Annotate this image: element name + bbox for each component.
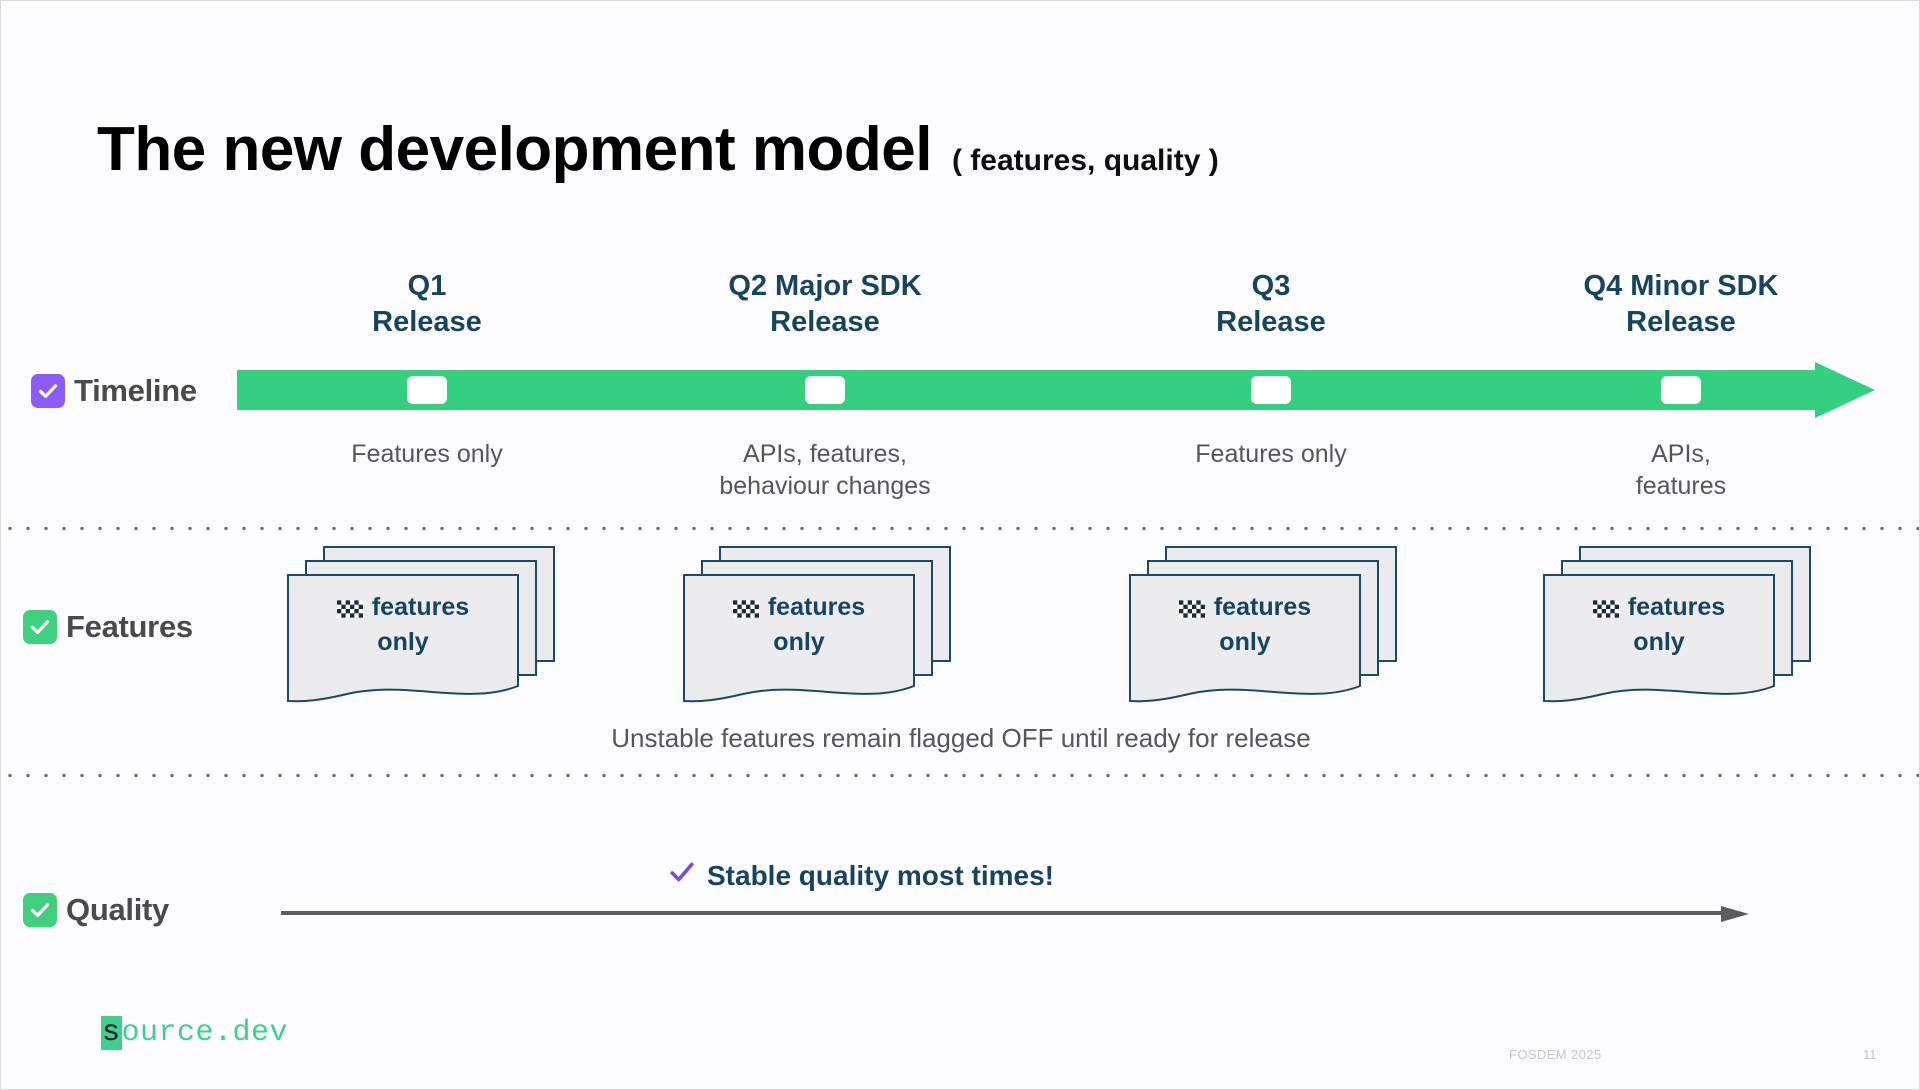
section-divider-bottom	[1, 773, 1919, 778]
card-sheet-front	[683, 574, 915, 706]
title-main-text: The new development model	[97, 115, 932, 184]
row-label-features: Features	[23, 609, 193, 645]
milestone-heading-q3-line1: Q3	[1251, 270, 1291, 302]
timeline-marker-q1[interactable]	[407, 376, 447, 404]
milestone-heading-q2: Q2 Major SDK Release	[675, 269, 975, 341]
quality-arrow-shaft	[281, 911, 1721, 915]
row-label-features-text: Features	[66, 609, 193, 644]
milestone-desc-q2-line2: behaviour changes	[719, 471, 931, 500]
feature-card-stack-q2[interactable]: features only	[683, 546, 955, 706]
timeline-marker-q2[interactable]	[805, 376, 845, 404]
row-label-timeline: Timeline	[31, 373, 197, 409]
milestone-heading-q4-line1: Q4 Minor SDK	[1583, 270, 1779, 302]
title-subtitle-text: ( features, quality )	[951, 144, 1219, 177]
card-sheet-front	[287, 574, 519, 706]
milestone-heading-q1-line1: Q1	[407, 270, 447, 302]
feature-card-stack-q4[interactable]: features only	[1543, 546, 1815, 706]
quality-timeline-arrow	[281, 906, 1751, 922]
milestone-heading-q2-line1: Q2 Major SDK	[728, 270, 922, 302]
milestone-desc-q2-line1: APIs, features,	[743, 440, 907, 468]
row-label-timeline-text: Timeline	[74, 373, 197, 408]
quality-arrow-head-icon	[1721, 906, 1749, 922]
milestone-heading-q3: Q3 Release	[1121, 269, 1421, 341]
row-label-quality-text: Quality	[66, 892, 169, 927]
milestone-desc-q3: Features only	[1121, 439, 1421, 471]
section-divider-top	[1, 526, 1919, 531]
unstable-features-note: Unstable features remain flagged OFF unt…	[611, 723, 1311, 753]
page-title: The new development model ( features, qu…	[97, 119, 1219, 181]
milestone-desc-q1: Features only	[277, 439, 577, 471]
milestone-heading-q4: Q4 Minor SDK Release	[1531, 269, 1831, 341]
source-dev-logo: source.dev	[101, 1016, 288, 1050]
milestone-heading-q1-line2: Release	[372, 305, 482, 338]
milestone-desc-q3-line1: Features only	[1195, 440, 1347, 468]
timeline-marker-q4[interactable]	[1661, 376, 1701, 404]
card-sheet-front	[1129, 574, 1361, 706]
milestone-desc-q4-line1: APIs,	[1651, 440, 1711, 468]
feature-card-stack-q3[interactable]: features only	[1129, 546, 1401, 706]
card-sheet-front	[1543, 574, 1775, 706]
milestone-heading-q3-line2: Release	[1216, 305, 1326, 338]
milestone-desc-q1-line1: Features only	[351, 440, 503, 468]
stable-quality-note-text: Stable quality most times!	[707, 859, 1054, 891]
logo-rest-text: ource.dev	[121, 1016, 289, 1050]
timeline-marker-q3[interactable]	[1251, 376, 1291, 404]
stable-quality-note: Stable quality most times!	[669, 859, 1054, 892]
milestone-heading-q4-line2: Release	[1626, 305, 1736, 338]
timeline-bar	[237, 362, 1875, 418]
milestone-desc-q4-line2: features	[1635, 471, 1727, 500]
checkbox-checked-icon[interactable]	[23, 610, 57, 644]
checkbox-checked-icon[interactable]	[23, 893, 57, 927]
milestone-desc-q4: APIs, features	[1531, 439, 1831, 502]
conference-label: FOSDEM 2025	[1509, 1047, 1602, 1062]
checkbox-checked-icon[interactable]	[31, 374, 65, 408]
milestone-heading-q1: Q1 Release	[277, 269, 577, 341]
purple-check-icon	[669, 859, 695, 892]
logo-s-mark: s	[101, 1016, 122, 1050]
timeline-bar-body	[237, 370, 1815, 410]
feature-card-stack-q1[interactable]: features only	[287, 546, 559, 706]
timeline-arrow-head-icon	[1815, 362, 1875, 418]
row-label-quality: Quality	[23, 892, 169, 928]
milestone-heading-q2-line2: Release	[770, 305, 880, 338]
page-number: 11	[1863, 1047, 1877, 1062]
milestone-desc-q2: APIs, features, behaviour changes	[675, 439, 975, 502]
